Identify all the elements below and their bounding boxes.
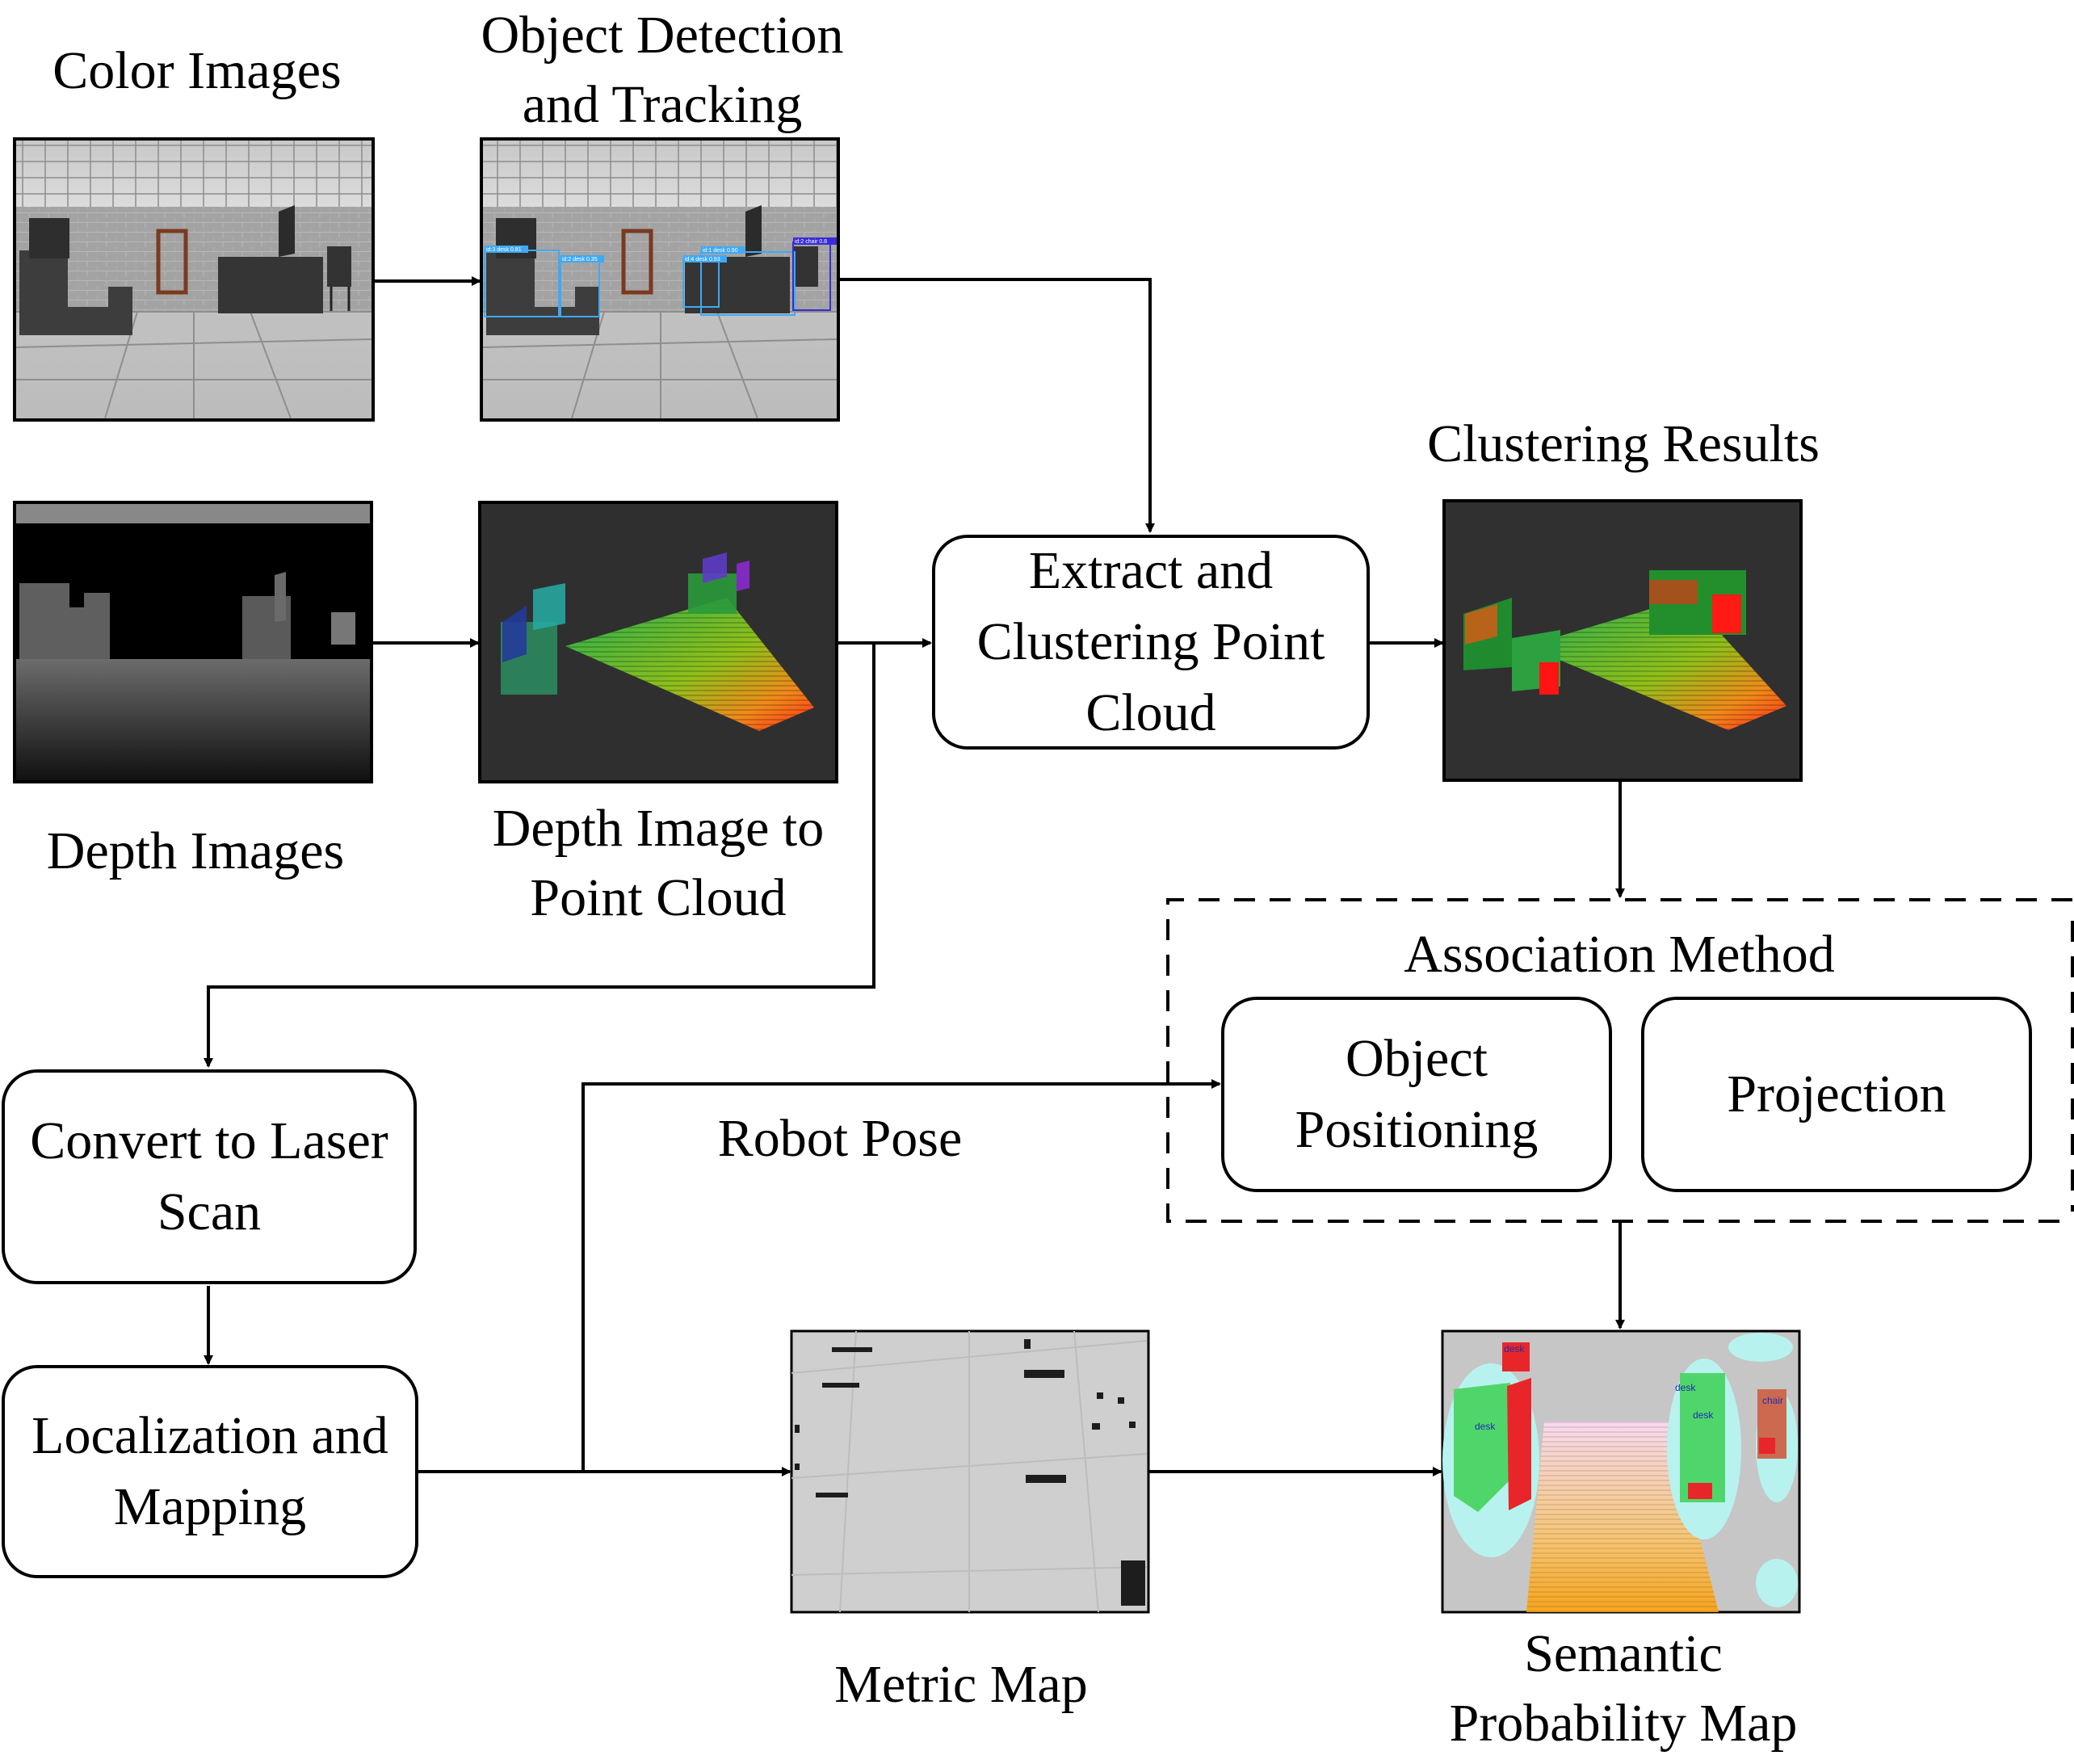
convert-laser-scan-box: Convert to Laser Scan xyxy=(2,1069,417,1284)
localization-line2: Mapping xyxy=(113,1477,307,1536)
detection-label-desk-4: id:4 desk 0.93 xyxy=(685,257,720,262)
localization-mapping-box: Localization and Mapping xyxy=(2,1365,418,1578)
convert-line2: Scan xyxy=(157,1182,262,1241)
color-image xyxy=(13,137,375,422)
detection-label-chair-2: id:2 chair 0.8 xyxy=(795,239,827,245)
projection-label: Projection xyxy=(1727,1065,1946,1124)
semantic-tag-desk-right: desk xyxy=(1693,1409,1714,1421)
point-cloud-image xyxy=(478,501,838,783)
label-object-detection-line1: Object Detection xyxy=(481,6,844,65)
connectors xyxy=(204,276,1625,1476)
detection-label-desk-1: id:1 desk 0.90 xyxy=(703,248,738,254)
association-method-group xyxy=(1166,898,2072,1223)
extract-clustering-box: Extract and Clustering Point Cloud xyxy=(932,535,1370,750)
semantic-tag-desk-right-top: desk xyxy=(1675,1382,1696,1393)
detection-image: id:3 desk 0.81 id:2 desk 0.35 id:1 desk … xyxy=(480,137,840,422)
label-depth-to-pc-line2: Point Cloud xyxy=(530,868,787,927)
extract-line2: Clustering Point xyxy=(976,612,1325,671)
arrow-detection-to-extract xyxy=(838,278,1155,533)
label-association-method: Association Method xyxy=(1404,925,1835,984)
detection-label-desk-3: id:3 desk 0.81 xyxy=(486,247,522,253)
semantic-map-image: desk desk desk desk chair xyxy=(1441,1329,1801,1614)
extract-line3: Cloud xyxy=(1085,683,1216,742)
arrow-pointcloud-to-laser xyxy=(204,643,875,1068)
label-depth-to-pc-line1: Depth Image to xyxy=(492,799,825,858)
label-semantic-line2: Probability Map xyxy=(1449,1694,1798,1753)
label-metric-map: Metric Map xyxy=(834,1655,1088,1714)
clustering-results-image xyxy=(1442,499,1803,782)
localization-line1: Localization and xyxy=(31,1406,388,1465)
object-positioning-line1: Object xyxy=(1346,1029,1488,1088)
label-object-detection-line2: and Tracking xyxy=(522,75,803,134)
label-clustering-results: Clustering Results xyxy=(1427,414,1820,473)
metric-map-image xyxy=(790,1329,1150,1614)
arrow-robot-pose xyxy=(581,1079,1221,1472)
semantic-tag-desk-top: desk xyxy=(1504,1343,1525,1354)
depth-image xyxy=(13,501,373,783)
object-positioning-box: Object Positioning xyxy=(1221,997,1612,1192)
semantic-tag-desk-left: desk xyxy=(1475,1421,1496,1432)
semantic-tag-chair: chair xyxy=(1762,1395,1783,1406)
extract-line1: Extract and xyxy=(1028,541,1274,600)
convert-line1: Convert to Laser xyxy=(30,1111,388,1170)
label-semantic-line1: Semantic xyxy=(1524,1624,1723,1683)
projection-box: Projection xyxy=(1641,997,2032,1192)
label-depth-images: Depth Images xyxy=(46,821,345,880)
label-robot-pose: Robot Pose xyxy=(717,1109,963,1168)
object-positioning-line2: Positioning xyxy=(1295,1100,1539,1159)
detection-label-desk-2: id:2 desk 0.35 xyxy=(562,257,598,262)
label-color-images: Color Images xyxy=(52,41,342,100)
